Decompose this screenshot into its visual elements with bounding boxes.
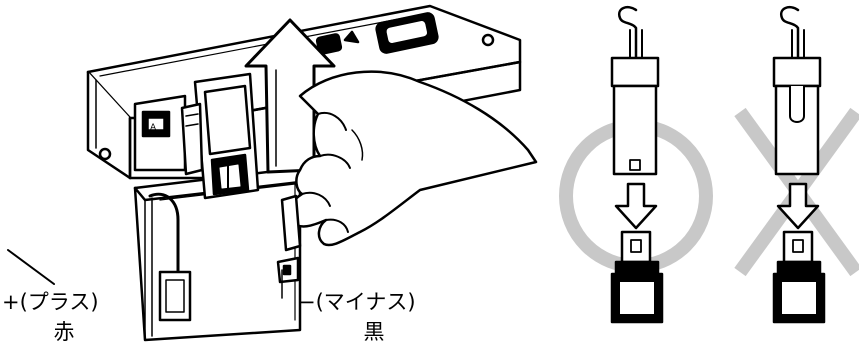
correct-connector-example xyxy=(610,6,664,324)
incorrect-connector-example xyxy=(772,6,826,324)
plus-color-label: 赤 xyxy=(53,320,75,344)
hand xyxy=(280,70,538,252)
device-illustration: A xyxy=(7,4,538,342)
plus-lead-wire xyxy=(148,192,180,274)
pull-up-arrow xyxy=(244,18,336,174)
svg-text:A: A xyxy=(150,123,157,133)
minus-color-label: 黒 xyxy=(363,320,385,344)
battery-connector xyxy=(180,72,260,200)
plus-pointer-line xyxy=(7,249,55,285)
plus-terminal-label: +(プラス) xyxy=(2,290,99,314)
minus-terminal-label: −(マイナス) xyxy=(298,290,416,314)
